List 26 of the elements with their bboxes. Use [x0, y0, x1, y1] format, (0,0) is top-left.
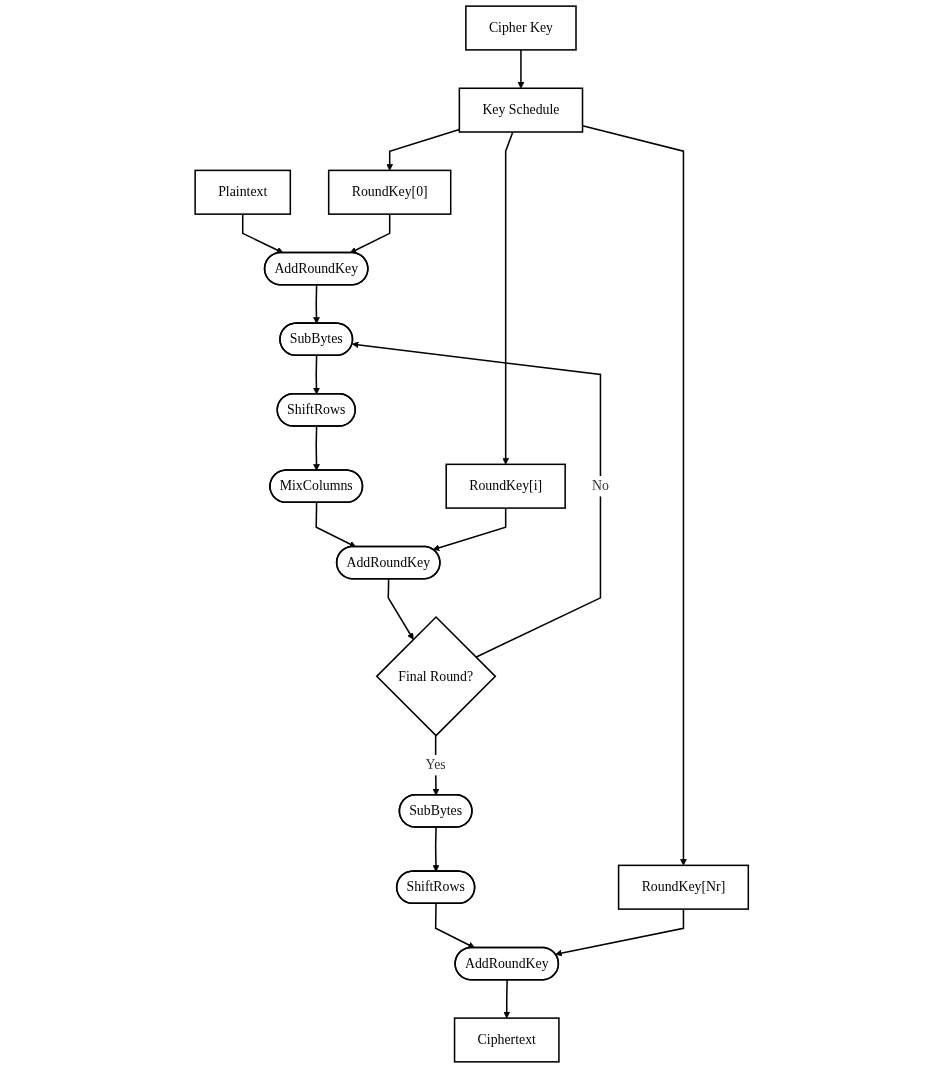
edge-label: Yes [425, 757, 446, 773]
arrow [313, 284, 321, 324]
node-box: Ciphertext [454, 1017, 560, 1063]
arrow [435, 902, 476, 949]
arrow [555, 908, 685, 957]
node-diamond: Final Round? [375, 616, 497, 737]
arrow [350, 213, 391, 254]
arrow [433, 507, 507, 552]
node-box: Cipher Key [465, 5, 578, 51]
arrow [503, 979, 511, 1019]
arrow [242, 213, 284, 254]
arrow [517, 49, 525, 89]
node-box: Key Schedule [458, 87, 584, 133]
edge-label: No [592, 478, 610, 494]
node-box: RoundKey[i] [445, 463, 567, 509]
node-box: Plaintext [194, 169, 292, 215]
arrow [313, 354, 321, 395]
arrow [432, 826, 440, 872]
arrow [502, 131, 514, 465]
arrow [387, 578, 414, 640]
arrow [352, 341, 602, 658]
node-box: RoundKey[0] [328, 169, 452, 215]
arrow [315, 501, 357, 548]
arrow [313, 425, 321, 471]
arrow [582, 124, 688, 866]
node-box: RoundKey[Nr] [618, 864, 750, 910]
